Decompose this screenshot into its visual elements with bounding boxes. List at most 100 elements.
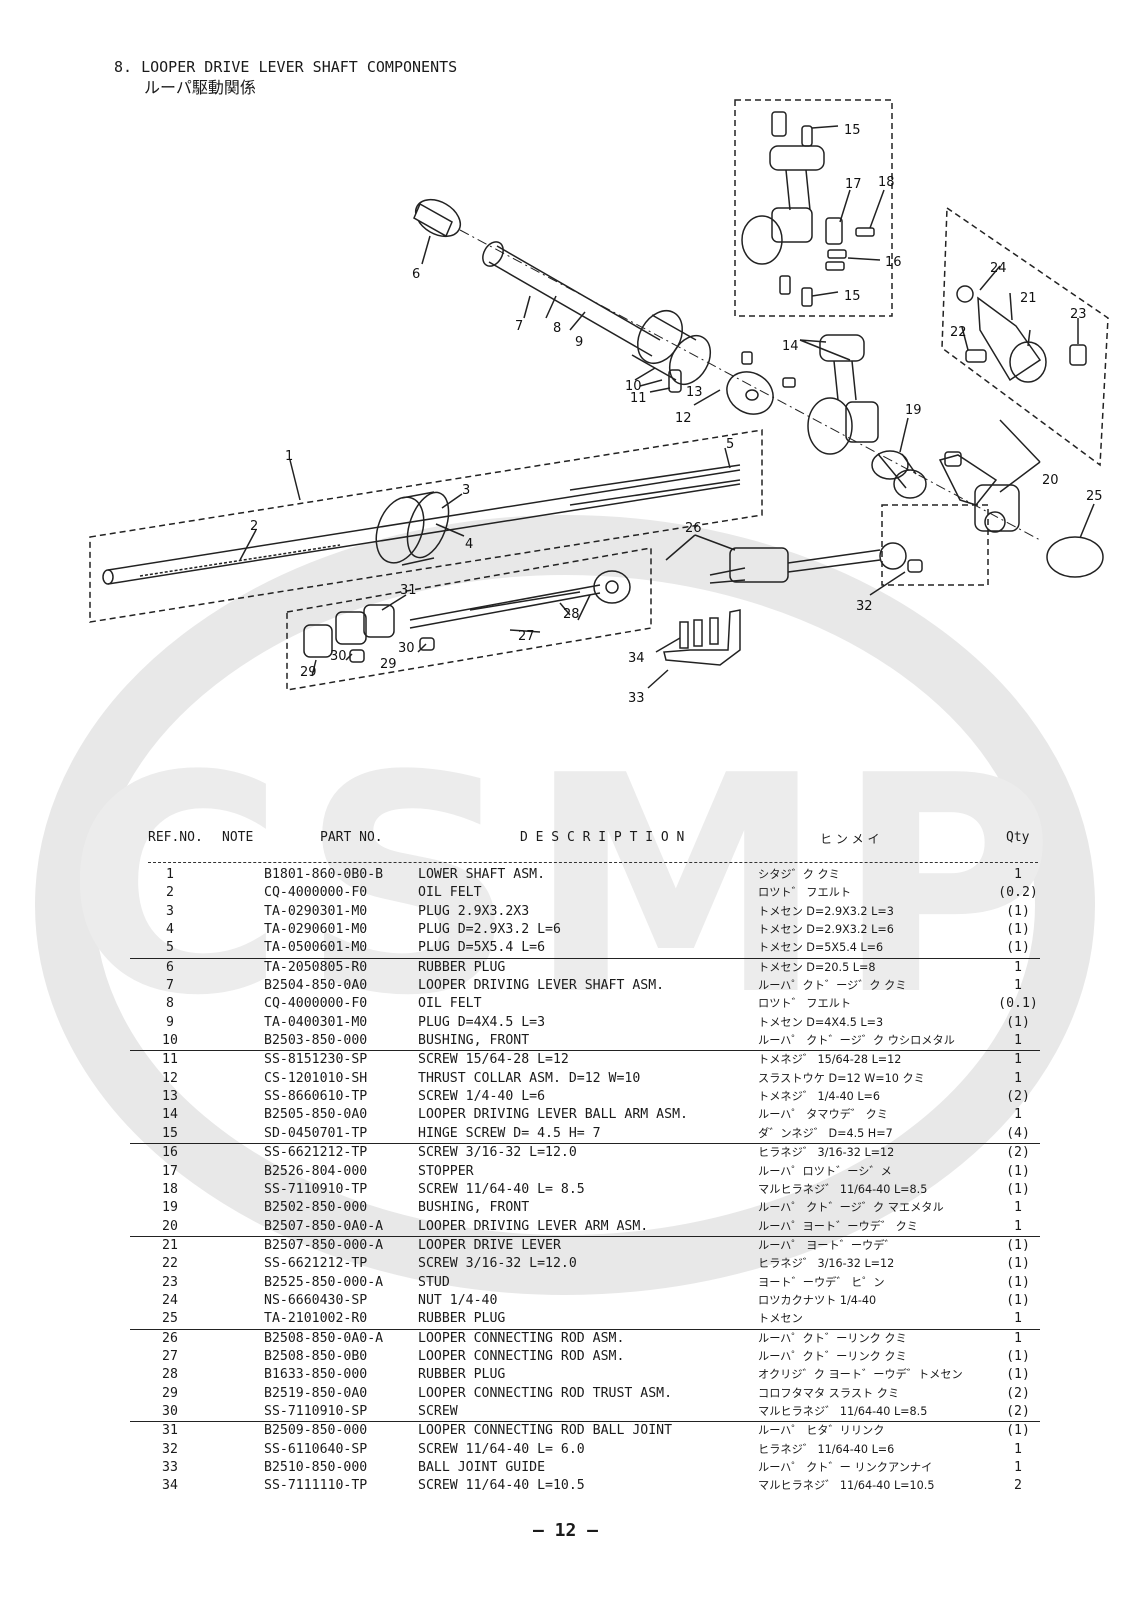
- cell-part-no: CS-1201010-SH: [264, 1070, 368, 1086]
- header-part-no: PART NO.: [320, 830, 383, 845]
- callout-12: 12: [675, 411, 692, 426]
- cell-ref-no: 12: [162, 1070, 178, 1086]
- callout-13: 13: [686, 385, 703, 400]
- callout-28: 28: [563, 607, 580, 622]
- cell-description: RUBBER PLUG: [418, 959, 506, 975]
- cell-ref-no: 23: [162, 1274, 178, 1290]
- cell-part-no: B1801-860-0B0-B: [264, 867, 384, 882]
- cell-description: PLUG D=2.9X3.2 L=6: [418, 922, 561, 938]
- cell-qty: 1: [1014, 978, 1022, 994]
- callout-15a: 15: [844, 123, 861, 138]
- callout-10: 10: [625, 379, 642, 394]
- cell-qty: (1): [1006, 1163, 1030, 1179]
- cell-qty: 1: [1014, 1311, 1022, 1327]
- cell-description: SCREW 1/4-40 L=6: [418, 1089, 546, 1105]
- table-row: 4 TA-0290601-M0 PLUG D=2.9X3.2 L=6 トメセン D=2…: [130, 921, 1040, 939]
- group-box-ball-joint: [881, 504, 989, 586]
- cell-ref-no: 4: [166, 922, 174, 938]
- cell-jp-name: トメネジ゛ 1/4-40 L=6: [758, 1090, 881, 1104]
- cell-ref-no: 31: [162, 1423, 178, 1439]
- cell-ref-no: 5: [166, 940, 174, 956]
- callout-22: 22: [950, 325, 967, 340]
- cell-ref-no: 19: [162, 1200, 178, 1216]
- cell-ref-no: 11: [162, 1052, 178, 1068]
- callout-16: 16: [885, 255, 902, 270]
- cell-part-no: TA-0290601-M0: [264, 922, 368, 938]
- cell-part-no: SS-6621212-TP: [264, 1256, 368, 1272]
- cell-description: NUT 1/4-40: [418, 1292, 498, 1308]
- callout-2: 2: [250, 519, 258, 534]
- cell-part-no: SS-6621212-TP: [264, 1145, 368, 1161]
- cell-description: PLUG D=5X5.4 L=6: [418, 940, 546, 956]
- cell-part-no: CQ-4000000-F0: [264, 996, 368, 1012]
- callout-9: 9: [575, 335, 583, 350]
- callout-30a: 30: [330, 649, 347, 664]
- cell-description: STUD: [418, 1274, 450, 1290]
- cell-ref-no: 33: [162, 1460, 178, 1475]
- cell-qty: (1): [1006, 1423, 1030, 1439]
- cell-qty: 1: [1014, 1330, 1022, 1346]
- cell-jp-name: ヒラネジ゛ 3/16-32 L=12: [758, 1257, 895, 1271]
- cell-qty: (1): [1006, 940, 1030, 956]
- cell-part-no: NS-6660430-SP: [264, 1292, 368, 1308]
- cell-description: BUSHING, FRONT: [418, 1033, 530, 1049]
- callout-11: 11: [630, 391, 647, 406]
- cell-qty: (1): [1006, 1014, 1030, 1030]
- cell-jp-name: ルーハ゜クト゛ーリンク クミ: [758, 1349, 907, 1363]
- cell-qty: 2: [1014, 1478, 1022, 1494]
- cell-description: LOOPER CONNECTING ROD TRUST ASM.: [418, 1385, 673, 1401]
- cell-description: SCREW 3/16-32 L=12.0: [418, 1256, 577, 1272]
- cell-qty: (4): [1006, 1125, 1030, 1141]
- cell-ref-no: 22: [162, 1256, 178, 1272]
- cell-jp-name: ルーハ゜ クト゛ー リンクアンナイ: [758, 1461, 933, 1474]
- cell-part-no: B2508-850-0A0-A: [264, 1330, 384, 1346]
- cell-qty: 1: [1014, 1052, 1022, 1068]
- cell-part-no: B2502-850-000: [264, 1200, 368, 1216]
- cell-description: LOOPER DRIVING LEVER SHAFT ASM.: [418, 978, 665, 994]
- callout-34: 34: [628, 651, 645, 666]
- cell-qty: (1): [1006, 1181, 1030, 1197]
- cell-part-no: SD-0450701-TP: [264, 1125, 368, 1141]
- section-title-jp: ルーパ駆動関係: [144, 78, 256, 97]
- cell-qty: (1): [1006, 922, 1030, 938]
- cell-jp-name: ルーハ゜クト゛ーリンク クミ: [758, 1331, 907, 1345]
- callout-6: 6: [412, 267, 420, 282]
- cell-jp-name: ロツト゛ フエルト: [758, 997, 852, 1011]
- callout-23: 23: [1070, 307, 1087, 322]
- cell-ref-no: 1: [166, 867, 174, 882]
- callout-29b: 29: [380, 657, 397, 672]
- callout-25: 25: [1086, 489, 1103, 504]
- cell-part-no: CQ-4000000-F0: [264, 885, 368, 901]
- cell-jp-name: トメセン D=2.9X3.2 L=6: [758, 923, 894, 937]
- cell-description: LOWER SHAFT ASM.: [418, 867, 546, 882]
- group-box-lower-shaft: [89, 429, 763, 623]
- cell-part-no: B2508-850-0B0: [264, 1348, 368, 1364]
- cell-ref-no: 18: [162, 1181, 178, 1197]
- cell-jp-name: ルーハ゜ ヨート゛ーウデ゛: [758, 1238, 896, 1252]
- callout-19: 19: [905, 403, 922, 418]
- cell-ref-no: 8: [166, 996, 174, 1012]
- callout-24: 24: [990, 261, 1007, 276]
- cell-ref-no: 24: [162, 1292, 178, 1308]
- cell-description: SCREW 3/16-32 L=12.0: [418, 1145, 577, 1161]
- cell-qty: 1: [1014, 867, 1022, 882]
- cell-part-no: TA-0290301-M0: [264, 903, 368, 919]
- callout-20: 20: [1042, 473, 1059, 488]
- cell-ref-no: 25: [162, 1311, 178, 1327]
- cell-description: OIL FELT: [418, 885, 482, 901]
- cell-description: RUBBER PLUG: [418, 1367, 506, 1383]
- cell-qty: 1: [1014, 1033, 1022, 1049]
- cell-ref-no: 13: [162, 1089, 178, 1105]
- cell-qty: (1): [1006, 1237, 1030, 1253]
